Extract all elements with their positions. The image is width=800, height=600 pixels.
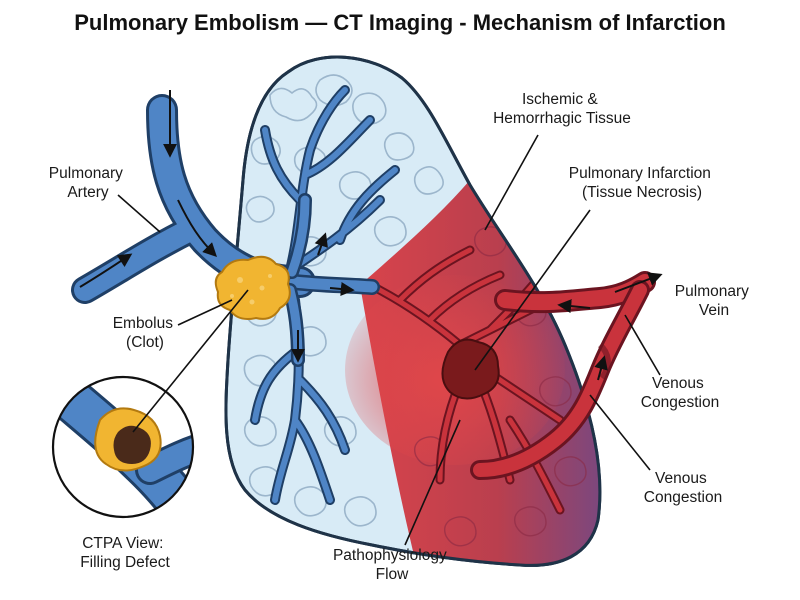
diagram-title: Pulmonary Embolism — CT Imaging - Mechan… — [74, 10, 726, 35]
embolus-clot — [214, 255, 291, 320]
pulmonary-vein — [470, 271, 656, 480]
ctpa-inset — [51, 375, 195, 519]
label-pulmonary-infarction: Pulmonary Infarction (Tissue Necrosis) — [569, 165, 715, 201]
label-embolus: Embolus (Clot) — [113, 315, 178, 351]
flow-arrows — [79, 90, 663, 381]
label-pulmonary-artery: Pulmonary Artery — [49, 165, 127, 201]
leader-lines — [117, 134, 661, 546]
label-venous-congestion-upper: Venous Congestion — [641, 375, 719, 411]
label-pathophysiology-flow: Pathophysiology Flow — [333, 547, 451, 583]
label-ischemic-tissue: Ischemic & Hemorrhagic Tissue — [493, 91, 631, 127]
lung — [224, 55, 602, 567]
label-pulmonary-vein: Pulmonary Vein — [675, 283, 753, 319]
filling-defect — [113, 425, 151, 464]
label-ctpa-view: CTPA View: Filling Defect — [80, 535, 170, 571]
label-venous-congestion-lower: Venous Congestion — [644, 470, 722, 506]
necrosis-core — [441, 338, 500, 400]
